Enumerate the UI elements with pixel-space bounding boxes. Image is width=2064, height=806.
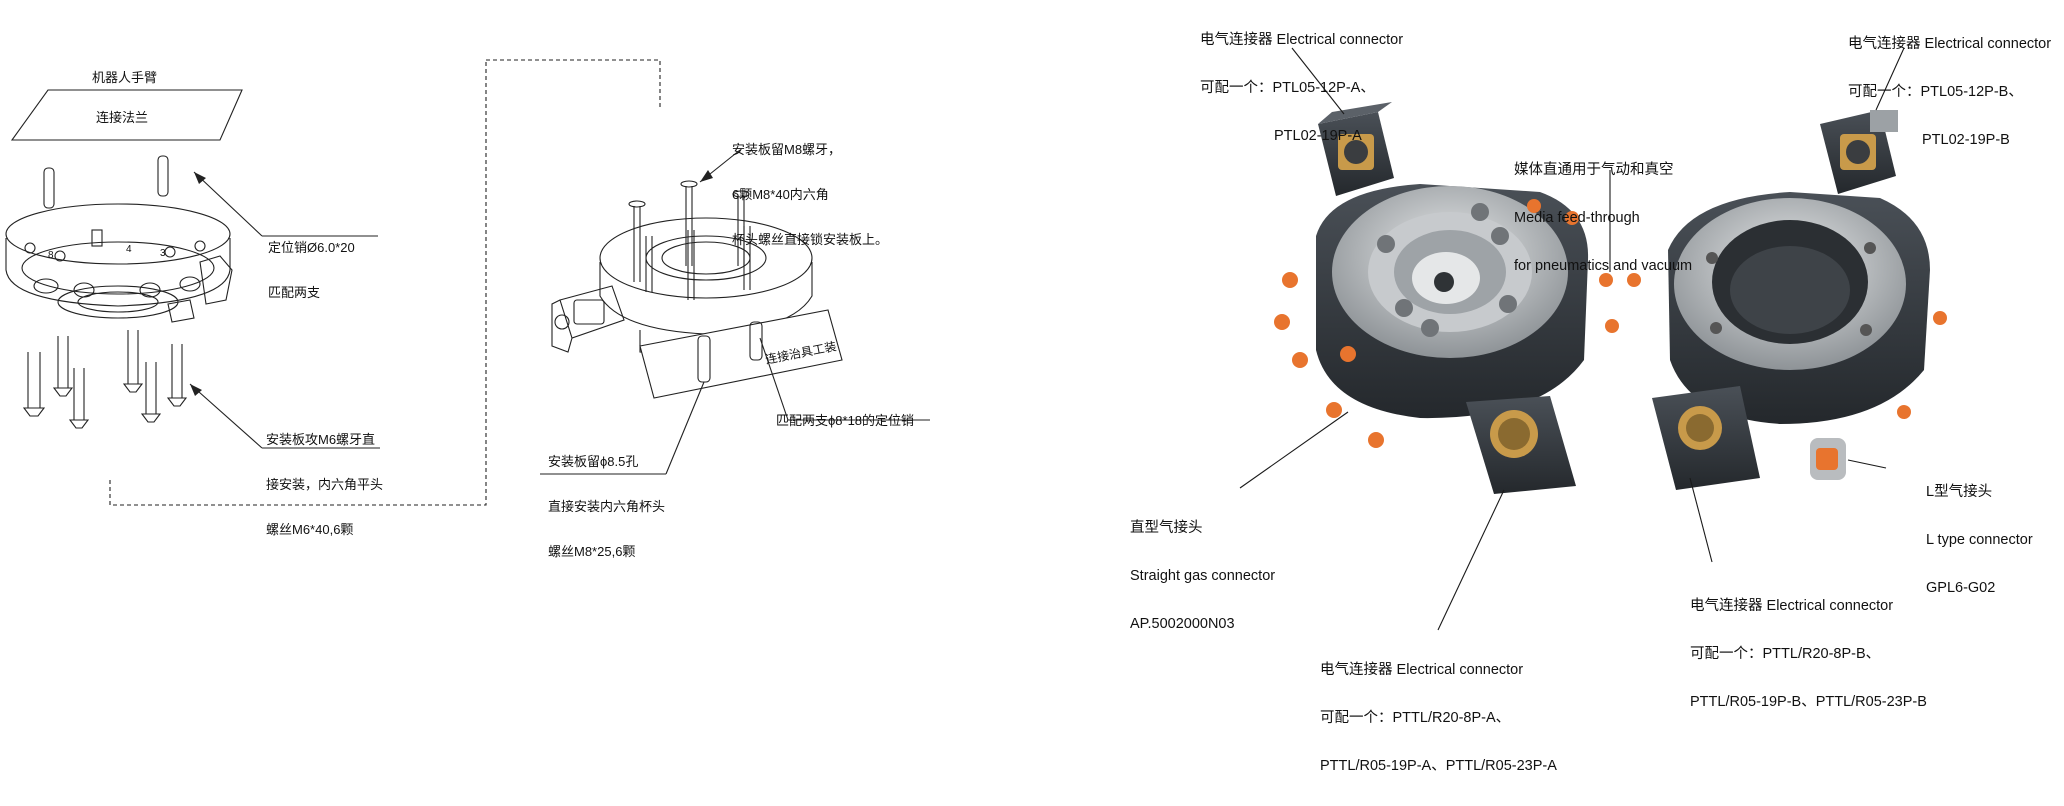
master-plate-photo [1316, 184, 1589, 419]
robot-side-exploded-diagram [5, 60, 487, 506]
tool-side-diagram [486, 59, 930, 475]
tool-changer-product-sheet: 机器人手臂 连接法兰 定位销Ø6.0*20 匹配两支 安装板攻M6螺牙直 接安装… [5, 0, 2051, 774]
callout-ec-top-right: 电气连接器 Electrical connector 可配一个：PTL05-12… [1848, 4, 2051, 180]
locating-pin [157, 155, 169, 197]
callout-line: 电气连接器 Electrical connector [1848, 36, 2052, 52]
screw-note-line: 接安装，内六角平头 [266, 477, 384, 492]
flange-plate [10, 89, 243, 141]
leader-l-type [1847, 459, 1887, 469]
dashed-bracket [109, 60, 487, 506]
callout-l-type: L型气接头 L type connector GPL6-G02 [1926, 452, 2033, 628]
callout-line: Straight gas connector [1130, 568, 1276, 584]
product-photo [1239, 47, 1947, 631]
hole-note: 安装板留ϕ8.5孔 直接安装内六角杯头 螺丝M8*25,6颗 [548, 424, 665, 589]
electrical-connector [559, 285, 625, 339]
pin-note: 定位销Ø6.0*20 匹配两支 [268, 210, 355, 330]
callout-line: 电气连接器 Electrical connector [1690, 598, 1894, 614]
fixture-plate [639, 309, 843, 399]
screw-note: 安装板攻M6螺牙直 接安装，内六角平头 螺丝M6*40,6颗 [266, 402, 383, 567]
m8-thread-note-line: 6颗M8*40内六角 [732, 187, 829, 202]
leader-ec-top-right [1875, 47, 1905, 111]
callout-line: for pneumatics and vacuum [1514, 258, 1693, 274]
robot-arm-label: 机器人手臂 [92, 70, 158, 85]
pin-note-line: 定位销Ø6.0*20 [268, 240, 355, 255]
callout-ec-bottom-center: 电气连接器 Electrical connector 可配一个：PTTL/R20… [1320, 630, 1557, 806]
leader-ec-bottom-center [1437, 489, 1505, 631]
screw-note-line: 安装板攻M6螺牙直 [266, 432, 376, 447]
leader-ec-top-left [1291, 47, 1345, 115]
screw-note-line: 螺丝M6*40,6颗 [266, 522, 354, 537]
callout-line: 可配一个：PTTL/R20-8P-A、 [1320, 710, 1511, 726]
mounting-screws [22, 330, 188, 429]
leader-straight-gas [1239, 411, 1349, 489]
callout-line: PTTL/R05-19P-B、PTTL/R05-23P-B [1690, 694, 1927, 710]
hole-note-line: 直接安装内六角杯头 [548, 499, 666, 514]
position-mark: 4 [126, 244, 132, 255]
callout-line: 媒体直通用于气动和真空 [1514, 162, 1674, 178]
callout-line: 可配一个：PTTL/R20-8P-B、 [1690, 646, 1881, 662]
callout-straight-gas: 直型气接头 Straight gas connector AP.5002000N… [1130, 488, 1275, 664]
callout-line: 可配一个：PTL05-12P-B、 [1848, 84, 2023, 100]
callout-line: PTL02-19P-A [1274, 128, 1362, 144]
electrical-connector-block [1318, 102, 1394, 196]
callout-line: 直型气接头 [1130, 520, 1203, 536]
leader-ec-bottom-right [1689, 477, 1713, 563]
pin-note-line: 匹配两支 [268, 285, 321, 300]
callout-line: 可配一个：PTL05-12P-A、 [1200, 80, 1375, 96]
position-mark: 3 [160, 248, 166, 259]
callout-line: PTTL/R05-19P-A、PTTL/R05-23P-A [1320, 758, 1557, 774]
l-type-connector-photo [1810, 438, 1846, 480]
m8-thread-note: 安装板留M8螺牙， 6颗M8*40内六角 杯头螺丝直接锁安装板上。 [732, 112, 888, 277]
flange-label: 连接法兰 [96, 110, 149, 125]
m8-thread-note-line: 杯头螺丝直接锁安装板上。 [732, 232, 889, 247]
locating-pin [43, 167, 55, 209]
callout-line: GPL6-G02 [1926, 580, 1996, 596]
callout-media: 媒体直通用于气动和真空 Media feed-through for pneum… [1514, 130, 1692, 306]
callout-line: 电气连接器 Electrical connector [1320, 662, 1524, 678]
callout-ec-bottom-right: 电气连接器 Electrical connector 可配一个：PTTL/R20… [1690, 566, 1927, 742]
electrical-connector-block [1652, 386, 1760, 490]
callout-line: L型气接头 [1926, 484, 1993, 500]
callout-line: 电气连接器 Electrical connector [1200, 32, 1404, 48]
hole-note-line: 安装板留ϕ8.5孔 [548, 454, 639, 469]
tool-plate-photo [1668, 192, 1930, 424]
position-mark: 8 [48, 250, 54, 261]
callout-line: L type connector [1926, 532, 2033, 548]
callout-line: AP.5002000N03 [1130, 616, 1235, 632]
hole-note-line: 螺丝M8*25,6颗 [548, 544, 636, 559]
electrical-connector-block [1820, 110, 1898, 194]
master-plate-top [5, 203, 231, 265]
callout-line: PTL02-19P-B [1922, 132, 2010, 148]
callout-ec-top-left: 电气连接器 Electrical connector 可配一个：PTL05-12… [1200, 0, 1403, 176]
callout-line: Media feed-through [1514, 210, 1640, 226]
dowel-pin-note: 匹配两支ϕ8*18的定位销 [776, 413, 915, 428]
tool-plate-top [599, 217, 813, 299]
m8-thread-note-line: 安装板留M8螺牙， [732, 142, 842, 157]
electrical-connector-block [1466, 396, 1576, 494]
